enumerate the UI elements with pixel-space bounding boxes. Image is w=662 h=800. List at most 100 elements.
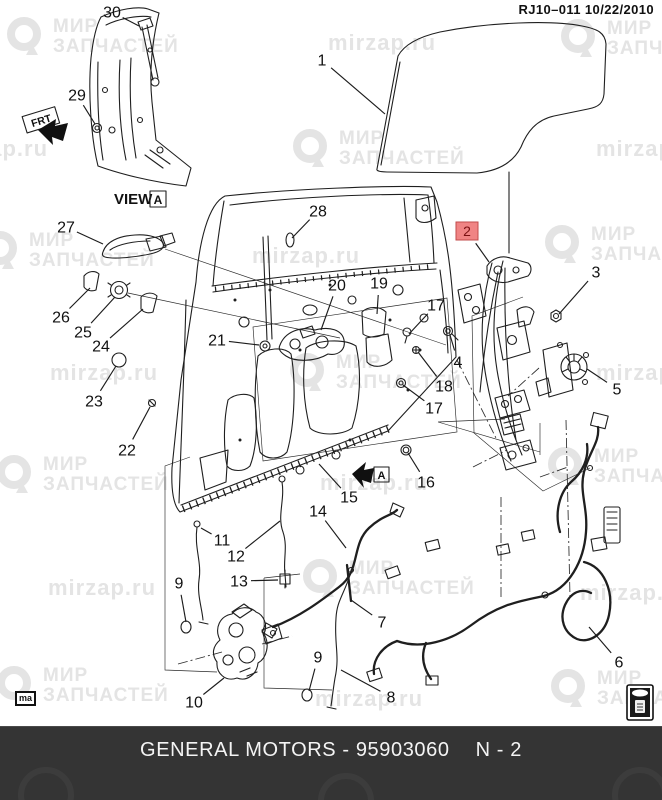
leader-line: [417, 351, 438, 377]
a-arrow-icon: A: [352, 462, 390, 488]
leader-line: [475, 242, 490, 263]
leader-line: [408, 313, 429, 335]
callout-27: 27: [57, 220, 75, 237]
callout-28: 28: [309, 204, 327, 221]
watermark-url: mirzap.ru: [580, 580, 662, 605]
leader-line: [76, 231, 104, 245]
leader-line: [109, 308, 144, 339]
callout-26: 26: [52, 310, 70, 327]
callout-23: 23: [85, 394, 103, 411]
watermark-logo-icon: [551, 669, 585, 707]
watermark-url: mirzap.ru: [596, 136, 662, 161]
watermark-logo-icon: [0, 455, 31, 493]
leader-line: [122, 17, 140, 27]
leader-line: [245, 520, 281, 549]
view-letter: A: [154, 193, 163, 207]
callout-10: 10: [185, 695, 203, 712]
view-word: VIEW: [114, 191, 153, 208]
callout-3: 3: [592, 265, 601, 282]
watermark-logo-icon: [293, 129, 327, 167]
a-arrow-letter: A: [378, 470, 386, 482]
watermark-logo-icon: [561, 19, 595, 57]
latch-rods-and-cable: [193, 475, 405, 710]
footer-bar: GENERAL MOTORS - 95903060 N - 2: [0, 726, 662, 800]
callout-17: 17: [427, 298, 445, 315]
doc-reference: RJ10–011 10/22/2010: [518, 2, 654, 17]
watermark-url: mirzap.ru: [50, 360, 159, 385]
leader-line: [180, 594, 187, 623]
leader-line: [330, 67, 386, 115]
leader-line: [320, 296, 334, 331]
callout-14: 14: [309, 504, 327, 521]
door-inner-panel: [171, 185, 457, 513]
leader-line: [250, 579, 279, 582]
leader-line: [586, 368, 608, 383]
callout-15: 15: [340, 490, 358, 507]
watermark-url: mirzap.ru: [328, 30, 437, 55]
callout-2: 2: [463, 223, 471, 239]
highlighted-callout-badge: [455, 221, 479, 241]
leader-line: [318, 463, 342, 489]
leader-line: [291, 219, 311, 239]
window-regulator: [457, 256, 537, 471]
watermark-logo-icon: [0, 231, 17, 269]
leader-line: [558, 280, 589, 315]
leader-line: [132, 406, 151, 440]
lubricant-icon: [626, 684, 654, 727]
callout-17: 17: [425, 401, 443, 418]
callout-11: 11: [214, 533, 231, 550]
watermark-logo-icon: [290, 353, 324, 391]
leader-line: [90, 296, 116, 324]
watermark-url: mirzap.ru: [0, 136, 49, 161]
leader-line: [324, 520, 347, 549]
callout-22: 22: [118, 443, 136, 460]
callout-7: 7: [378, 615, 387, 632]
leader-line: [228, 340, 260, 346]
window-glass: [376, 22, 607, 254]
callout-5: 5: [613, 382, 622, 399]
callout-20: 20: [328, 278, 346, 295]
construction-lines: [127, 248, 591, 691]
door-handle-parts: [83, 232, 176, 408]
callout-12: 12: [227, 549, 245, 566]
callout-21: 21: [208, 333, 226, 350]
footer-watermark-ring: [18, 767, 74, 800]
leader-line: [376, 294, 379, 315]
leader-line: [82, 104, 96, 125]
watermark-logo-icon: [545, 225, 579, 263]
callout-24: 24: [92, 339, 110, 356]
callout-30: 30: [103, 5, 121, 22]
callout-25: 25: [74, 325, 92, 342]
leader-line: [203, 677, 225, 695]
callout-9: 9: [314, 650, 323, 667]
wiring-harness: [366, 411, 621, 686]
leader-line: [69, 287, 91, 309]
view-a-label: VIEW A: [114, 190, 167, 208]
callout-8: 8: [387, 690, 396, 707]
leader-line: [308, 668, 316, 692]
callout-layer: 1234567899101112131415161717181920212223…: [52, 5, 623, 712]
callout-16: 16: [417, 475, 435, 492]
footer-watermark-ring: [612, 767, 662, 800]
callout-1: 1: [318, 53, 327, 70]
callout-4: 4: [454, 355, 463, 372]
door-latch: [212, 603, 283, 680]
callout-29: 29: [68, 88, 86, 105]
callout-19: 19: [370, 276, 388, 293]
leader-line: [402, 384, 425, 402]
callout-6: 6: [615, 655, 624, 672]
watermark-logo-icon: [7, 17, 41, 55]
leader-line: [99, 365, 117, 392]
callout-13: 13: [230, 574, 248, 591]
